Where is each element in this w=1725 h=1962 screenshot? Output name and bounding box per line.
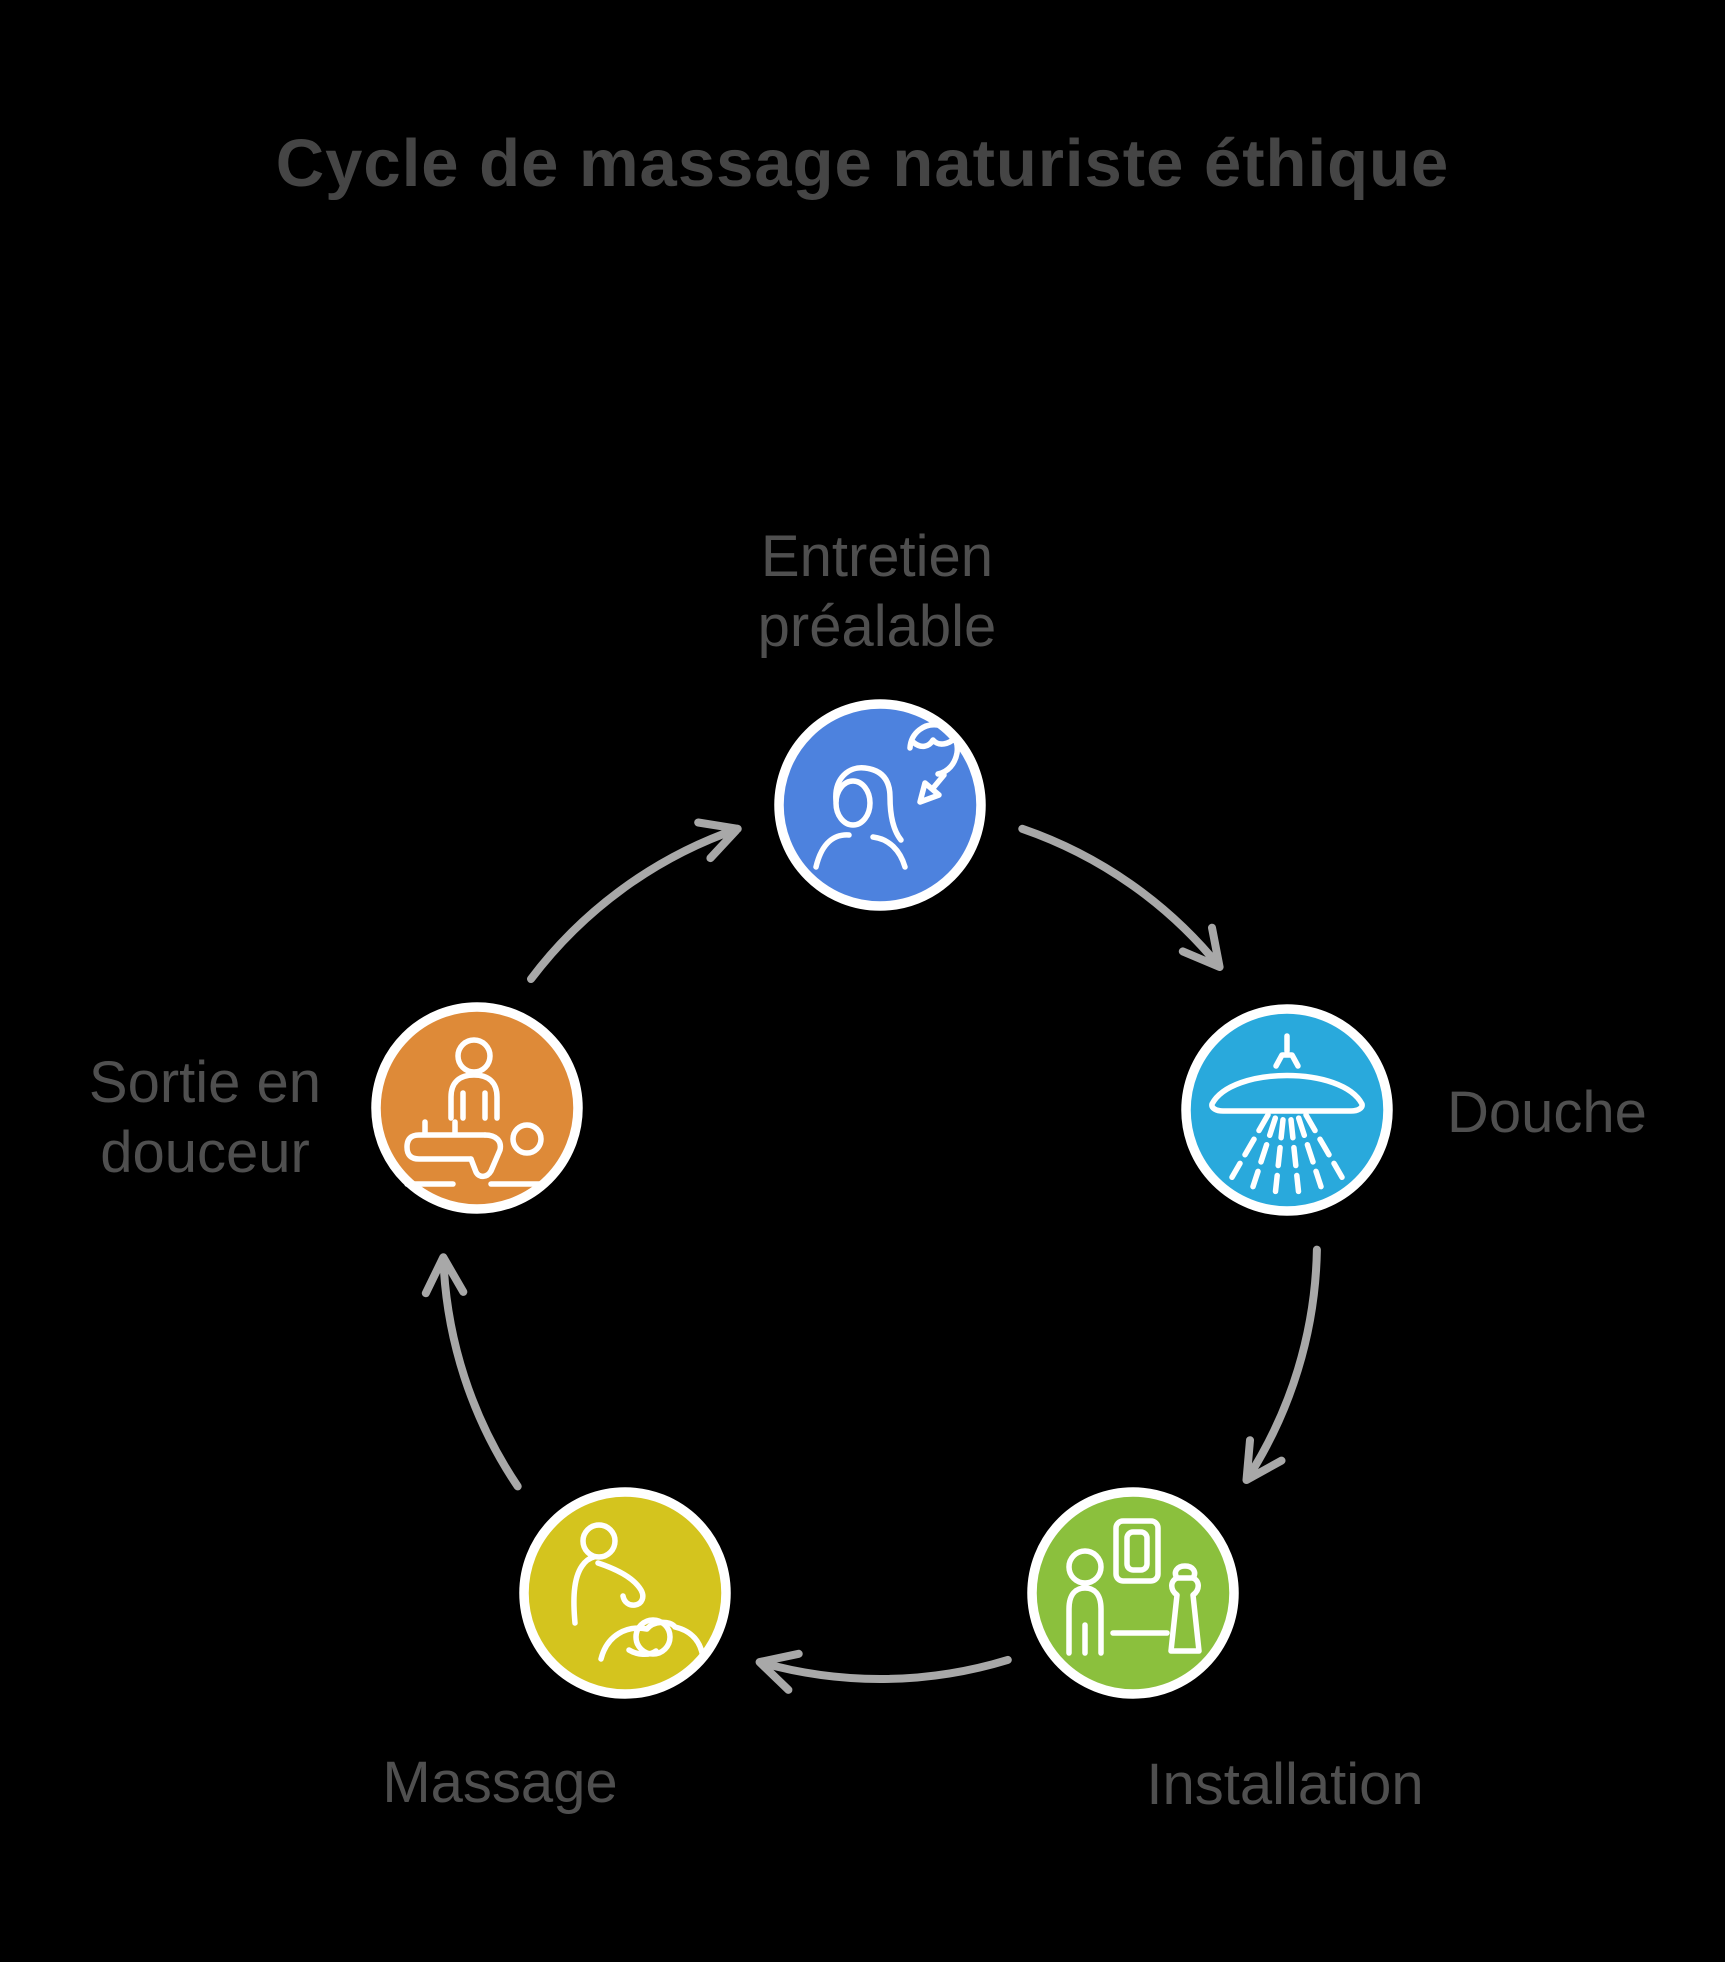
label-sortie-line2: douceur xyxy=(100,1120,310,1185)
label-douche: Douche xyxy=(1447,1078,1647,1148)
label-entretien-line2: préalable xyxy=(757,594,997,659)
label-entretien-line1: Entretien xyxy=(760,524,994,589)
node-circle-massage xyxy=(519,1487,731,1699)
arrow-massage-to-sortie xyxy=(421,1253,522,1491)
label-massage: Massage xyxy=(250,1748,750,1818)
arrow-entretien-to-douche xyxy=(1018,824,1224,971)
arrow-installation-to-massage xyxy=(755,1649,1012,1694)
arrow-douche-to-installation xyxy=(1242,1245,1321,1484)
room-setup-icon xyxy=(1066,1518,1202,1656)
node-icons xyxy=(404,722,1365,1662)
diagram-title: Cycle de massage naturiste éthique xyxy=(275,126,1450,201)
label-installation-line1: Installation xyxy=(1146,1752,1424,1817)
shower-icon xyxy=(1209,1033,1365,1195)
label-douche-line1: Douche xyxy=(1447,1080,1647,1145)
massage-icon xyxy=(571,1522,706,1662)
label-massage-line1: Massage xyxy=(382,1750,618,1815)
cycle-arrows xyxy=(421,818,1321,1694)
label-installation: Installation xyxy=(1035,1750,1535,1820)
node-circle-entretien xyxy=(774,699,986,911)
arrow-sortie-to-entretien xyxy=(527,818,742,983)
gentle-exit-icon xyxy=(404,1037,548,1187)
cycle-nodes xyxy=(371,699,1393,1699)
label-entretien: Entretien préalable xyxy=(627,522,1127,662)
label-sortie: Sortie en douceur xyxy=(0,1048,410,1188)
label-sortie-line1: Sortie en xyxy=(88,1050,322,1115)
interview-icon xyxy=(813,722,961,870)
